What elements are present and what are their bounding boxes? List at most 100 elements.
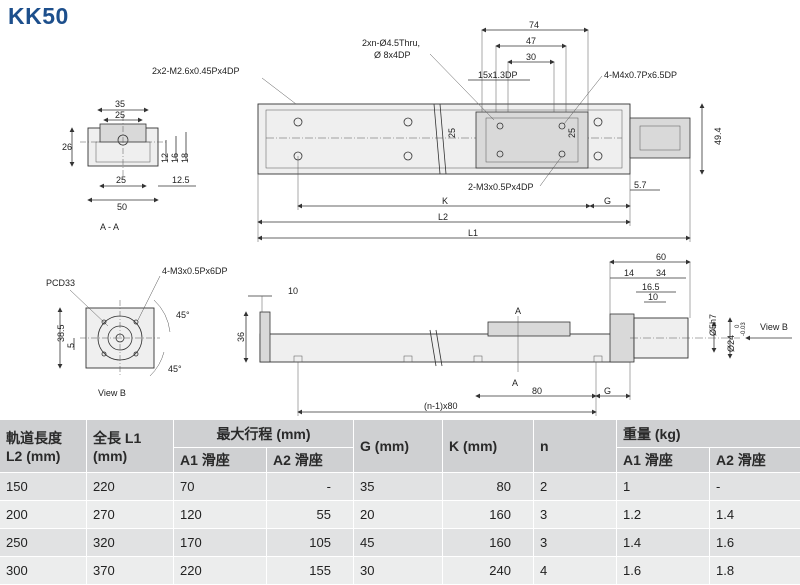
dim-25: 25 — [115, 110, 125, 120]
cell-stroke-a2: 105 — [267, 529, 354, 557]
dim-12: 12 — [160, 153, 170, 163]
cell-stroke-a1: 170 — [174, 529, 267, 557]
cell-weight-a2: 1.6 — [710, 529, 800, 557]
table-header-row: 軌道長度 L2 (mm) 全長 L1 (mm) 最大行程 (mm) G (mm)… — [0, 420, 800, 448]
header-weight: 重量 (kg) — [617, 420, 800, 448]
dim-16-5: 16.5 — [642, 282, 660, 292]
section-mark-a-bottom: A — [512, 378, 518, 388]
dim-30: 30 — [526, 52, 536, 62]
cell-l1: 220 — [87, 473, 174, 501]
cell-l2: 150 — [0, 473, 87, 501]
dim-50: 50 — [117, 202, 127, 212]
dim-l2: L2 — [438, 212, 448, 222]
dim-shaft-h7: Ø5h7 — [708, 314, 718, 336]
cell-k: 80 — [443, 473, 534, 501]
view-b-label: View B — [98, 388, 126, 398]
counterbore-note: Ø 8x4DP — [374, 50, 411, 60]
cell-weight-a2: 1.8 — [710, 557, 800, 585]
dim-18: 18 — [180, 153, 190, 163]
dim-5: 5 — [66, 343, 76, 348]
header-weight-a1: A1 滑座 — [617, 448, 710, 473]
header-weight-a2: A2 滑座 — [710, 448, 800, 473]
n-pitch-note: (n-1)x80 — [424, 401, 458, 411]
dim-k: K — [442, 196, 448, 206]
table-row: 300 370 220 155 30 240 4 1.6 1.8 — [0, 557, 800, 585]
dim-80: 80 — [532, 386, 542, 396]
cell-k: 160 — [443, 529, 534, 557]
dim-26: 26 — [62, 142, 72, 152]
cell-n: 2 — [534, 473, 617, 501]
cell-l1: 270 — [87, 501, 174, 529]
cell-g: 45 — [354, 529, 443, 557]
section-aa-view: 35 25 26 12 16 18 25 12.5 50 A - A — [62, 99, 196, 232]
dim-g-side: G — [604, 386, 611, 396]
cell-g: 20 — [354, 501, 443, 529]
cell-l2: 200 — [0, 501, 87, 529]
cell-g: 30 — [354, 557, 443, 585]
cell-weight-a2: 1.4 — [710, 501, 800, 529]
section-mark-a-top: A — [515, 306, 521, 316]
dim-25-right: 25 — [567, 128, 577, 138]
cell-weight-a1: 1.2 — [617, 501, 710, 529]
cell-stroke-a1: 220 — [174, 557, 267, 585]
cell-n: 4 — [534, 557, 617, 585]
bottom-tap-note: 2-M3x0.5Px4DP — [468, 182, 534, 192]
view-b: 38.5 5 45° 45° PCD33 4-M3x0.5Px6DP View … — [46, 266, 228, 398]
angle-45-top: 45° — [176, 310, 190, 320]
header-max-stroke: 最大行程 (mm) — [174, 420, 354, 448]
end-tap-note: 2x2-M2.6x0.45Px4DP — [152, 66, 240, 76]
cell-k: 240 — [443, 557, 534, 585]
thru-hole-note: 2xn-Ø4.5Thru, — [362, 38, 420, 48]
cell-stroke-a1: 120 — [174, 501, 267, 529]
pitch-note: 15x1.3DP — [478, 70, 518, 80]
dim-shaft-24: Ø24 — [726, 335, 736, 352]
dim-60: 60 — [656, 252, 666, 262]
cell-stroke-a2: - — [267, 473, 354, 501]
dim-10-left: 10 — [288, 286, 298, 296]
flange-tap-note: 4-M3x0.5Px6DP — [162, 266, 228, 276]
dim-36: 36 — [236, 332, 246, 342]
technical-drawing: 35 25 26 12 16 18 25 12.5 50 A - A 74 — [0, 0, 800, 420]
dim-38-5: 38.5 — [56, 324, 66, 342]
dim-12-5: 12.5 — [172, 175, 190, 185]
dim-74: 74 — [529, 20, 539, 30]
dim-14: 14 — [624, 268, 634, 278]
cell-weight-a2: - — [710, 473, 800, 501]
dim-49-4: 49.4 — [713, 127, 723, 145]
dim-10-right: 10 — [648, 292, 658, 302]
header-g: G (mm) — [354, 420, 443, 473]
header-stroke-a1: A1 滑座 — [174, 448, 267, 473]
cell-l1: 320 — [87, 529, 174, 557]
cell-stroke-a2: 155 — [267, 557, 354, 585]
dim-g: G — [604, 196, 611, 206]
dim-5-7: 5.7 — [634, 180, 647, 190]
section-label: A - A — [100, 222, 119, 232]
pcd-note: PCD33 — [46, 278, 75, 288]
cell-k: 160 — [443, 501, 534, 529]
cell-l2: 250 — [0, 529, 87, 557]
cell-n: 3 — [534, 501, 617, 529]
cell-n: 3 — [534, 529, 617, 557]
table-row: 250 320 170 105 45 160 3 1.4 1.6 — [0, 529, 800, 557]
dim-34: 34 — [656, 268, 666, 278]
header-total-length: 全長 L1 (mm) — [87, 420, 174, 473]
dim-25b: 25 — [116, 175, 126, 185]
cell-l1: 370 — [87, 557, 174, 585]
dim-16: 16 — [170, 153, 180, 163]
header-rail-length: 軌道長度 L2 (mm) — [0, 420, 87, 473]
view-b-arrow-label: View B — [760, 322, 788, 332]
cell-g: 35 — [354, 473, 443, 501]
angle-45-bottom: 45° — [168, 364, 182, 374]
spec-table: 軌道長度 L2 (mm) 全長 L1 (mm) 最大行程 (mm) G (mm)… — [0, 420, 800, 585]
cell-l2: 300 — [0, 557, 87, 585]
table-row: 150 220 70 - 35 80 2 1 - — [0, 473, 800, 501]
dim-35: 35 — [115, 99, 125, 109]
side-view: 10 36 A A 80 G (n-1)x80 60 14 34 16.5 10… — [236, 252, 792, 416]
header-k: K (mm) — [443, 420, 534, 473]
header-stroke-a2: A2 滑座 — [267, 448, 354, 473]
cell-weight-a1: 1.4 — [617, 529, 710, 557]
dim-l1: L1 — [468, 228, 478, 238]
tol-lower: -0.03 — [741, 322, 747, 336]
dim-25-left: 25 — [447, 128, 457, 138]
dim-47: 47 — [526, 36, 536, 46]
